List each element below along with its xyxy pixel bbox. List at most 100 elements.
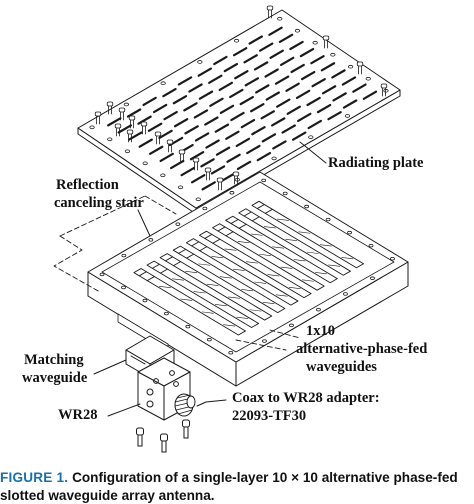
screw-hole: [107, 137, 113, 142]
reflection-canceling-stair-label-line2: canceling stair: [54, 195, 144, 211]
radiating-slot: [189, 151, 205, 161]
screw-hole: [330, 52, 336, 57]
base-hole: [228, 351, 234, 355]
screw-hole: [123, 102, 130, 107]
radiating-slot: [184, 125, 199, 135]
screw-hole: [277, 16, 283, 21]
radiating-slot: [226, 153, 241, 163]
base-hole: [368, 243, 374, 248]
screw: [356, 61, 364, 75]
radiating-slot: [219, 104, 235, 115]
base-hole: [99, 272, 105, 277]
radiating-slot: [362, 90, 378, 100]
screw-hole: [294, 28, 301, 33]
waveguide-channel: [198, 230, 312, 299]
radiating-slot: [117, 124, 132, 134]
screw-hole: [383, 88, 389, 93]
waveguide-channel: [212, 223, 325, 291]
radiating-slot: [307, 119, 322, 130]
screw: [166, 139, 174, 153]
radiating-slot: [162, 87, 177, 98]
dashed-array-outline: [235, 329, 301, 351]
adapter-label-line2: 22093-TF30: [232, 408, 307, 424]
base-hole: [390, 257, 395, 261]
radiating-slot: [172, 95, 188, 105]
screw: [128, 115, 136, 129]
base-hole: [185, 324, 191, 329]
radiating-slot: [230, 111, 245, 122]
radiating-slot: [225, 130, 240, 140]
radiating-slot: [268, 26, 283, 36]
radiating-slot: [264, 68, 279, 78]
waveguide-channel: [251, 200, 364, 269]
base-hole: [289, 323, 294, 328]
array-label-line3: waveguides: [306, 359, 377, 375]
radiating-slot: [208, 74, 223, 84]
reflection-canceling-stair-label-line1: Reflection: [56, 177, 119, 193]
radiating-slot: [253, 61, 269, 71]
screw-hole: [271, 156, 277, 161]
radiating-slot: [200, 158, 215, 168]
base-hole: [142, 298, 148, 303]
waveguide-channel: [146, 260, 260, 328]
radiating-slot: [256, 151, 272, 162]
waveguide-channel: [172, 245, 286, 314]
caption-line1: FIGURE 1. Configuration of a single-laye…: [0, 469, 474, 487]
screw-hole: [312, 40, 318, 45]
radiating-slot: [210, 165, 226, 175]
figure-caption: FIGURE 1. Configuration of a single-laye…: [0, 469, 474, 504]
coax-connector: [174, 393, 196, 417]
screw: [126, 129, 134, 143]
radiating-slot: [213, 55, 228, 66]
radiating-slot: [190, 174, 206, 184]
radiating-slot: [183, 102, 198, 112]
screw-hole: [308, 135, 314, 139]
radiating-slot: [197, 67, 213, 77]
plate-screws: [89, 5, 389, 202]
matching-waveguide-label-line2: waveguide: [22, 370, 88, 386]
base-hole: [370, 276, 375, 280]
radiating-slot: [251, 126, 266, 136]
base-hole: [206, 337, 212, 342]
radiating-slot: [274, 75, 290, 85]
radiating-slot: [137, 115, 152, 125]
base-hole: [316, 307, 321, 312]
screw-hole: [365, 76, 371, 81]
base-hole: [148, 238, 154, 242]
screw-hole: [233, 38, 240, 43]
waveguide-channel: [225, 215, 338, 284]
radiating-plate: [77, 5, 401, 215]
radiating-slot: [180, 166, 195, 177]
screw-hole: [160, 81, 166, 85]
base-holes: [99, 178, 395, 355]
waveguide-channels: [133, 200, 364, 336]
dashed-feed-outline: [53, 195, 177, 293]
waveguide-channel: [185, 238, 299, 306]
radiating-slot: [281, 124, 296, 134]
radiating-slot: [236, 160, 252, 171]
radiating-slot: [244, 77, 260, 87]
radiating-slot: [255, 84, 270, 94]
screw: [178, 149, 186, 163]
radiating-slot: [159, 152, 174, 163]
base-hole: [175, 222, 181, 226]
radiating-slot: [286, 105, 302, 115]
base-hole: [121, 285, 126, 290]
radiating-slot: [258, 42, 274, 52]
radiating-slot: [232, 47, 248, 57]
screw: [322, 35, 330, 49]
radiating-slot: [306, 96, 321, 107]
screw: [192, 157, 200, 171]
radiating-slot: [246, 144, 261, 155]
radiating-slot: [295, 89, 311, 100]
base-hole: [262, 339, 267, 343]
radiating-slot: [223, 62, 239, 73]
waveguide-channel: [159, 253, 273, 321]
wr28-flange: [137, 357, 191, 421]
screw-hole: [89, 125, 95, 130]
radiating-slot: [234, 70, 249, 80]
screw: [140, 121, 148, 135]
radiating-slot: [177, 76, 193, 86]
radiating-slot: [152, 103, 168, 114]
radiating-slot: [265, 91, 281, 101]
